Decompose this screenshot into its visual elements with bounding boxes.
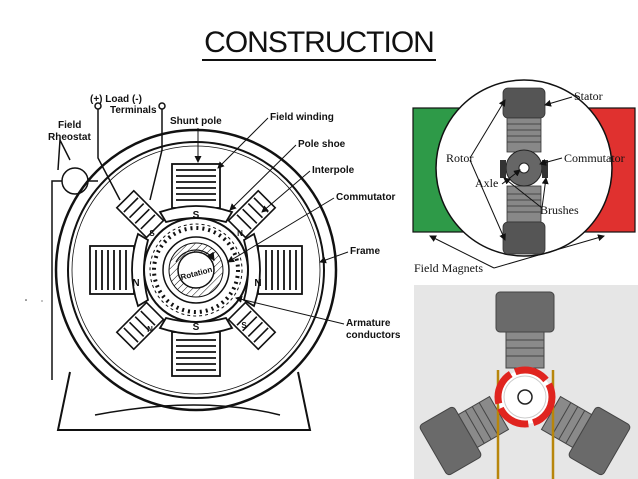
commutator-label-right: Commutator xyxy=(564,151,625,165)
brush-left xyxy=(500,160,506,178)
axle-label: Axle xyxy=(475,176,498,190)
pole-shoe-label: Pole shoe xyxy=(298,139,346,150)
three-pole-rotor-diagram xyxy=(414,285,638,479)
interpole-n-bl: N xyxy=(147,325,153,334)
simple-motor-diagram: Stator Rotor Commutator Axle Brushes Fie… xyxy=(412,79,636,275)
interpole-s-tl: S xyxy=(149,229,155,238)
interpoles xyxy=(115,189,277,351)
rotor-label: Rotor xyxy=(446,151,473,165)
machine-base xyxy=(56,371,312,431)
load-terminals-label: (+) Load (-) xyxy=(90,94,142,105)
rotor-axle xyxy=(517,389,533,405)
interpole-n-tr: N xyxy=(237,229,243,238)
main-poles xyxy=(89,163,303,377)
shaft xyxy=(177,251,215,289)
shunt-pole-label: Shunt pole xyxy=(170,116,222,127)
field-winding-label: Field winding xyxy=(270,112,334,123)
page-title: CONSTRUCTION xyxy=(202,26,436,61)
pole-n-left: N xyxy=(132,278,139,289)
load-terminals-label-2: Terminals xyxy=(110,105,157,116)
field-rheostat-label-2: Rheostat xyxy=(48,132,91,143)
commutator-label: Commutator xyxy=(336,192,396,203)
pole-s-bottom: S xyxy=(193,322,200,333)
armature-label-2: conductors xyxy=(346,330,401,341)
armature-conductors xyxy=(152,226,240,314)
interpole-label: Interpole xyxy=(312,165,355,176)
frame-label: Frame xyxy=(350,246,380,257)
stator-label: Stator xyxy=(574,89,603,103)
field-magnets-label: Field Magnets xyxy=(414,261,483,275)
field-wiring xyxy=(51,102,166,380)
interpole-s-br: S xyxy=(241,321,247,330)
pole-n-right: N xyxy=(254,278,261,289)
brush-right xyxy=(542,160,548,178)
field-rheostat xyxy=(61,167,89,195)
armature-label: Armature xyxy=(346,318,391,329)
pole-s-top: S xyxy=(193,210,200,221)
frame-outer xyxy=(54,128,338,412)
brushes-label: Brushes xyxy=(540,203,579,217)
field-rheostat-label: Field xyxy=(58,120,81,131)
axle xyxy=(518,162,530,174)
frame-inner xyxy=(67,141,325,399)
dc-machine-diagram: Rotation S S N N N S N S (+) Load (-) Te… xyxy=(48,94,401,431)
